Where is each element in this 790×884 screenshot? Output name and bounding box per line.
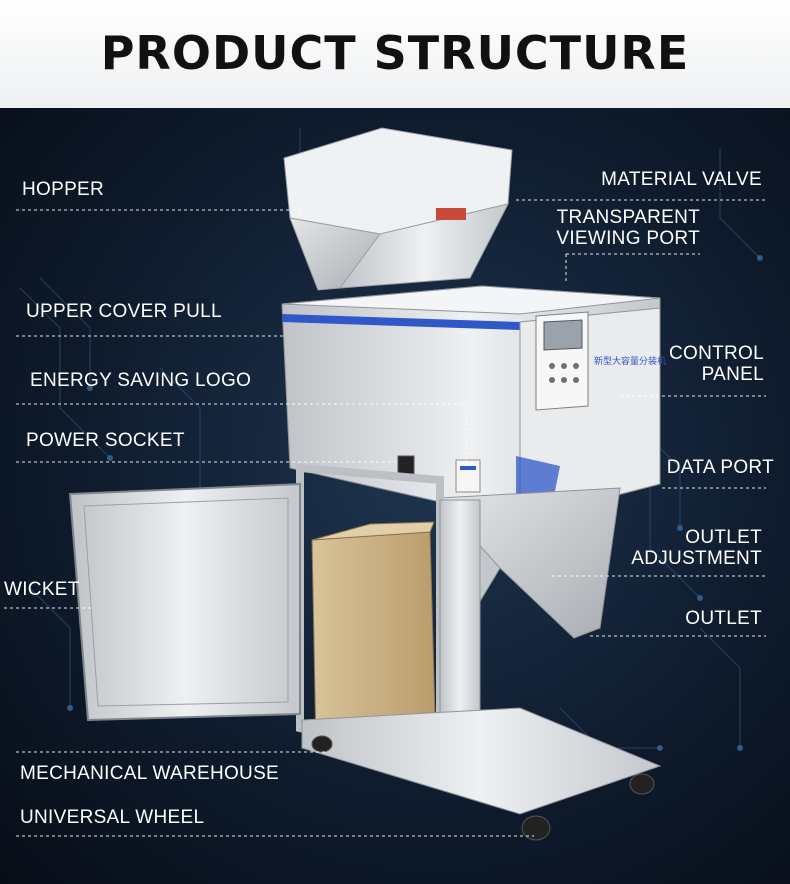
label-hopper: HOPPER [22,179,105,200]
cabinet [296,463,662,841]
upper-body: 新型大容量分装机 [281,285,666,521]
label-outlet-line1: OUTLET [685,527,762,548]
hopper-part [283,127,513,291]
label-outlet: OUTLET [685,608,762,629]
machine-side-text: 新型大容量分装机 [594,355,666,367]
label-energy-saving-logo: ENERGY SAVING LOGO [30,370,252,391]
page-title: PRODUCT STRUCTURE [100,26,690,80]
label-wicket: WICKET [4,579,80,600]
label-universal-wheel: UNIVERSAL WHEEL [20,807,205,828]
label-upper-cover-pull: UPPER COVER PULL [26,301,222,322]
label-viewing-port-line2: VIEWING PORT [556,228,700,249]
label-power-socket: POWER SOCKET [26,430,185,451]
wicket-door [68,482,301,722]
header-banner: PRODUCT STRUCTURE [0,0,790,108]
diagram-stage: 新型大容量分装机 [0,108,790,884]
label-control-line1: CONTROL [669,343,764,364]
filling-machine: 新型大容量分装机 [68,127,666,841]
label-data-port: DATA PORT [666,457,774,478]
label-panel-line2: PANEL [701,364,764,385]
label-adjustment-line2: ADJUSTMENT [631,548,762,569]
label-transparent-line1: TRANSPARENT [556,207,700,228]
label-material-valve: MATERIAL VALVE [601,169,762,190]
label-mechanical-warehouse: MECHANICAL WAREHOUSE [20,763,280,784]
